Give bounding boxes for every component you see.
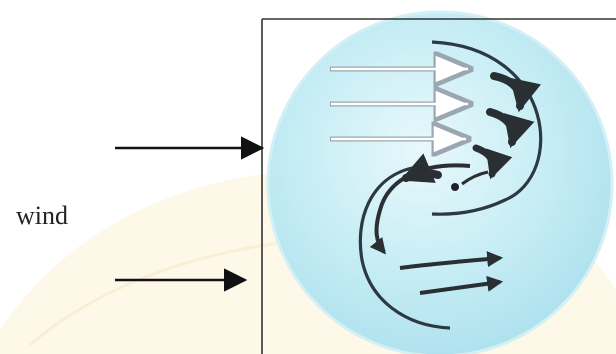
flow-arrows-right xyxy=(472,72,541,180)
flow-arrow xyxy=(490,72,541,113)
wind-label: wind xyxy=(16,201,68,230)
flow-arrow xyxy=(472,144,513,180)
vortex-disc xyxy=(268,12,612,354)
inner-arc xyxy=(461,170,489,186)
vortex-disc-rim xyxy=(266,10,614,354)
hollow-arrows xyxy=(330,69,470,139)
lower-swirl-curve xyxy=(358,166,451,330)
flow-arrow-lower xyxy=(399,251,504,270)
flow-arrow xyxy=(486,108,535,149)
vortex-centre-dot xyxy=(451,183,459,191)
inner-swirl-arrow xyxy=(369,163,471,255)
outer-swirl-curve xyxy=(431,40,543,216)
frame xyxy=(261,18,616,354)
flow-arrow-lower xyxy=(419,275,504,295)
